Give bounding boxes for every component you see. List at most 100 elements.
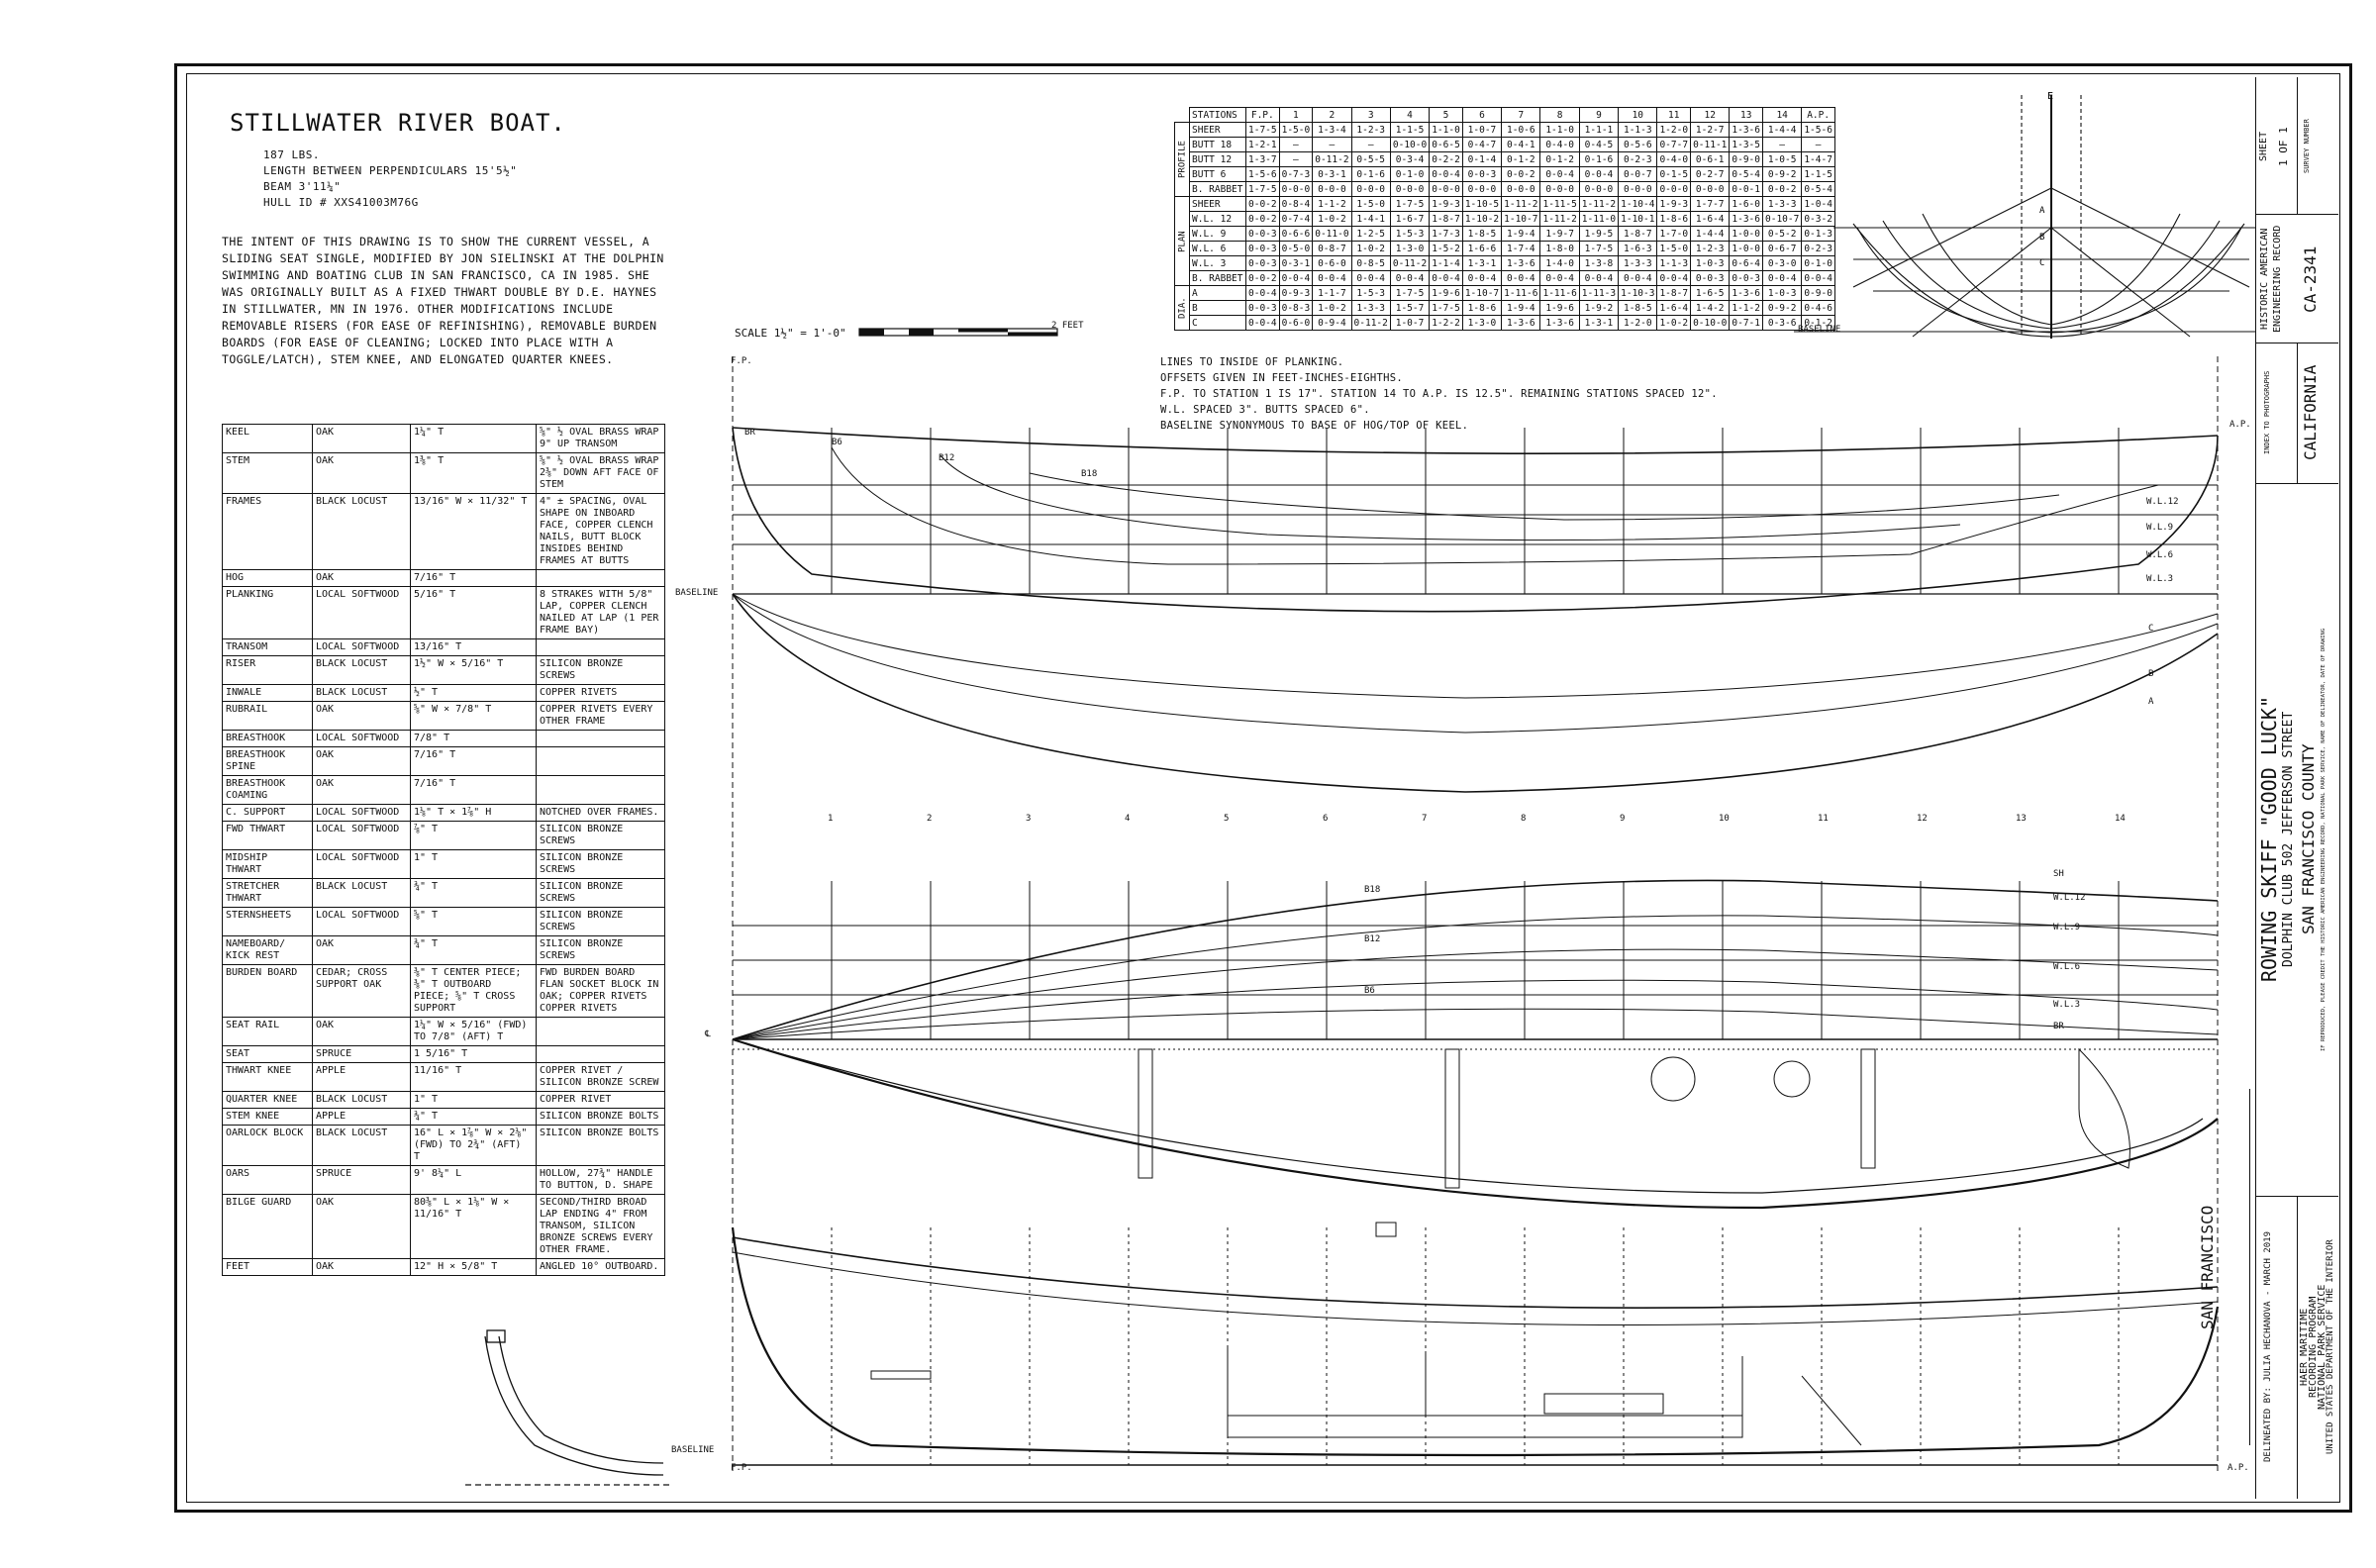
material-part: FWD THWART (222, 821, 313, 850)
station-number: 14 (2115, 814, 2126, 824)
offsets-value-cell: 1-0-7 (1389, 315, 1431, 331)
offsets-value-cell: 1-11-2 (1539, 211, 1580, 227)
offsets-header-cell: 9 (1578, 107, 1620, 123)
offsets-value-cell: 1-9-5 (1578, 226, 1620, 242)
material-species: OAK (312, 1194, 411, 1259)
material-dimension: ½" T (410, 684, 537, 702)
offsets-value-cell: 1-4-0 (1539, 255, 1580, 271)
sheet-label: SHEET (2258, 131, 2269, 162)
survey-number-label: SURVEY NUMBER (2303, 119, 2311, 174)
offsets-value-cell: 1-8-7 (1429, 211, 1463, 227)
material-fastening: SILICON BRONZE SCREWS (536, 935, 665, 965)
material-dimension: 5/16" T (410, 586, 537, 639)
offsets-value-cell: 0-9-4 (1312, 315, 1352, 331)
offset-note: F.P. TO STATION 1 IS 17". STATION 14 TO … (1160, 388, 1718, 400)
offsets-value-cell: 1-5-3 (1350, 285, 1391, 301)
material-part: STRETCHER THWART (222, 878, 313, 908)
material-part: RISER (222, 655, 313, 685)
offsets-value-cell: 0-1-6 (1578, 151, 1620, 167)
offsets-group-label: PROFILE (1174, 122, 1190, 197)
material-fastening: SECOND/THIRD BROAD LAP ENDING 4" FROM TR… (536, 1194, 665, 1259)
offsets-header-cell: 7 (1501, 107, 1541, 123)
ap-label-bottom: A.P. (2228, 1463, 2249, 1473)
offsets-value-cell: 0-5-5 (1350, 151, 1391, 167)
material-dimension: 1" T (410, 1091, 537, 1109)
material-part: KEEL (222, 424, 313, 453)
offsets-value-cell: 1-1-1 (1578, 122, 1620, 138)
offsets-value-cell: 1-10-5 (1461, 196, 1503, 212)
station-number: 9 (1620, 814, 1626, 824)
offsets-value-cell: 1-11-5 (1539, 196, 1580, 212)
material-dimension: 1⅜" T (410, 452, 537, 494)
material-fastening (536, 746, 665, 776)
offsets-value-cell: 0-0-4 (1578, 166, 1620, 182)
baseline-label-profile: BASELINE (675, 588, 719, 598)
plan-b18-label: B18 (1364, 885, 1381, 895)
offsets-value-cell: 0-1-5 (1656, 166, 1692, 182)
material-species: APPLE (312, 1062, 411, 1092)
offsets-value-cell: 0-0-0 (1350, 181, 1391, 197)
body-plan-label-b: B (2039, 233, 2044, 243)
material-part: SEAT (222, 1045, 313, 1063)
offsets-value-cell: 1-0-6 (1501, 122, 1541, 138)
material-part: FEET (222, 1258, 313, 1276)
offsets-group-label: PLAN (1174, 196, 1190, 286)
offsets-value-cell: 0-6-5 (1429, 137, 1463, 152)
profile-b-label: B (2148, 669, 2154, 679)
material-part: BREASTHOOK SPINE (222, 746, 313, 776)
material-fastening (536, 775, 665, 805)
plan-sh-label: SH (2053, 869, 2064, 879)
offsets-row-label: SHEER (1189, 122, 1246, 138)
offsets-value-cell: 1-7-0 (1656, 226, 1692, 242)
body-plan-label-a: A (2039, 206, 2045, 216)
offsets-value-cell: 0-9-3 (1278, 285, 1314, 301)
boat-length: LENGTH BETWEEN PERPENDICULARS 15'5½" (263, 164, 518, 177)
offsets-value-cell: 1-10-1 (1618, 211, 1658, 227)
offsets-value-cell: 1-8-5 (1461, 226, 1503, 242)
profile-b18-label: B18 (1081, 469, 1098, 479)
offsets-value-cell: 0-8-3 (1278, 300, 1314, 316)
offsets-value-cell: 1-8-6 (1656, 211, 1692, 227)
station-number: 8 (1521, 814, 1527, 824)
offsets-value-cell: 0-7-4 (1278, 211, 1314, 227)
plan-b12-label: B12 (1364, 934, 1381, 944)
material-species: CEDAR; CROSS SUPPORT OAK (312, 964, 411, 1018)
material-fastening: ⅝" ½ OVAL BRASS WRAP 2⅜" DOWN AFT FACE O… (536, 452, 665, 494)
offsets-row-label: BUTT 12 (1189, 151, 1246, 167)
offsets-value-cell: 0-0-4 (1429, 166, 1463, 182)
offsets-value-cell: 0-4-0 (1656, 151, 1692, 167)
material-part: RUBRAIL (222, 701, 313, 731)
offsets-value-cell: 1-6-3 (1618, 241, 1658, 256)
offsets-corner (1175, 108, 1190, 123)
offsets-value-cell: 0-0-0 (1429, 181, 1463, 197)
record-title: HISTORIC AMERICAN ENGINEERING RECORD (2259, 225, 2283, 334)
offsets-value-cell: 0-0-3 (1461, 166, 1503, 182)
material-part: STERNSHEETS (222, 907, 313, 936)
plan-wl9-label: W.L.9 (2053, 923, 2081, 932)
body-plan-label-c: C (2039, 258, 2044, 268)
offsets-value-cell: 1-6-7 (1389, 211, 1431, 227)
offsets-header-cell: 6 (1461, 107, 1503, 123)
offsets-value-cell: 1-3-3 (1350, 300, 1391, 316)
offsets-value-cell: 0-0-2 (1245, 270, 1280, 286)
material-part: STEM KNEE (222, 1108, 313, 1126)
offsets-value-cell: 0-8-7 (1312, 241, 1352, 256)
offsets-value-cell: 1-6-4 (1656, 300, 1692, 316)
material-dimension: 1" T (410, 849, 537, 879)
offsets-row-label: W.L. 9 (1189, 226, 1246, 242)
drawing-title: STILLWATER RIVER BOAT. (230, 109, 566, 137)
offsets-value-cell: 1-7-5 (1389, 285, 1431, 301)
material-part: QUARTER KNEE (222, 1091, 313, 1109)
material-fastening (536, 1045, 665, 1063)
